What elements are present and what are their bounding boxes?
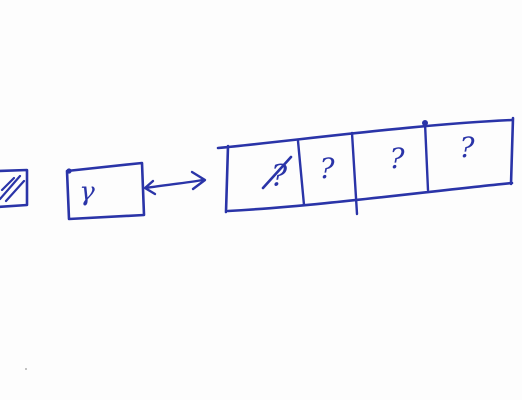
- gamma-box-label: γ: [79, 177, 95, 207]
- cell-divider-3-dot: [422, 120, 428, 126]
- arrow-right-head: [190, 170, 207, 191]
- partial-box-outline: [0, 168, 29, 209]
- cell-4-label: ?: [459, 131, 475, 164]
- cell-1-label: ?: [271, 159, 288, 194]
- array-bottom-edge: [226, 181, 514, 213]
- gamma-box-outline: [65, 161, 146, 221]
- double-arrow: [143, 170, 207, 196]
- cell-divider-3: [423, 121, 430, 192]
- array-right-edge: [509, 116, 515, 186]
- cell-array: ? ? ? ?: [216, 116, 515, 216]
- cell-divider-1: [296, 139, 306, 207]
- partial-box-hatching: [0, 174, 26, 203]
- cell-divider-2: [350, 131, 359, 216]
- cell-2-label: ?: [319, 152, 335, 185]
- cell-1-strike-mark: [261, 155, 293, 190]
- arrow-shaft: [144, 178, 205, 190]
- paper-speck: [25, 368, 27, 370]
- array-left-edge: [224, 144, 230, 214]
- array-top-edge: [216, 118, 514, 150]
- arrow-left-head: [143, 179, 157, 196]
- partial-hatched-box: [0, 168, 29, 209]
- gamma-box: γ: [65, 161, 146, 221]
- cell-3-label: ?: [389, 142, 405, 175]
- gamma-box-corner-dot: [66, 168, 72, 174]
